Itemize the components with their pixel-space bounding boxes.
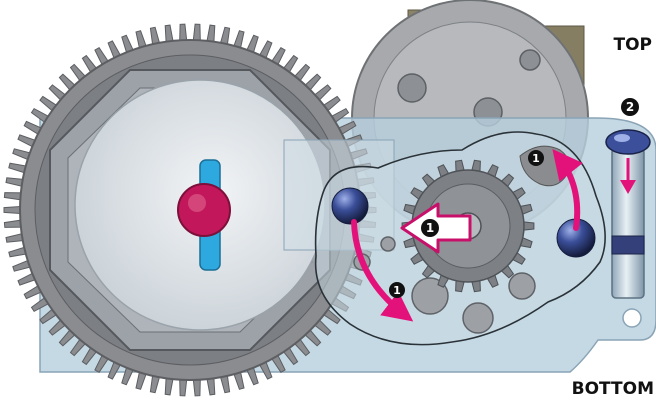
callout-badge-lower-left: 1 — [389, 282, 405, 298]
svg-text:1: 1 — [532, 152, 540, 165]
svg-text:1: 1 — [393, 284, 401, 297]
bottom-label: BOTTOM — [572, 379, 654, 399]
callout-badge-pin: 2 — [621, 98, 639, 116]
top-label: TOP — [613, 35, 652, 55]
svg-text:2: 2 — [626, 100, 634, 114]
mount-hole — [623, 309, 641, 327]
pin — [606, 130, 650, 298]
svg-text:1: 1 — [426, 221, 434, 235]
callout-badge-center: 1 — [421, 219, 439, 237]
callout-badge-upper-right: 1 — [528, 150, 544, 166]
